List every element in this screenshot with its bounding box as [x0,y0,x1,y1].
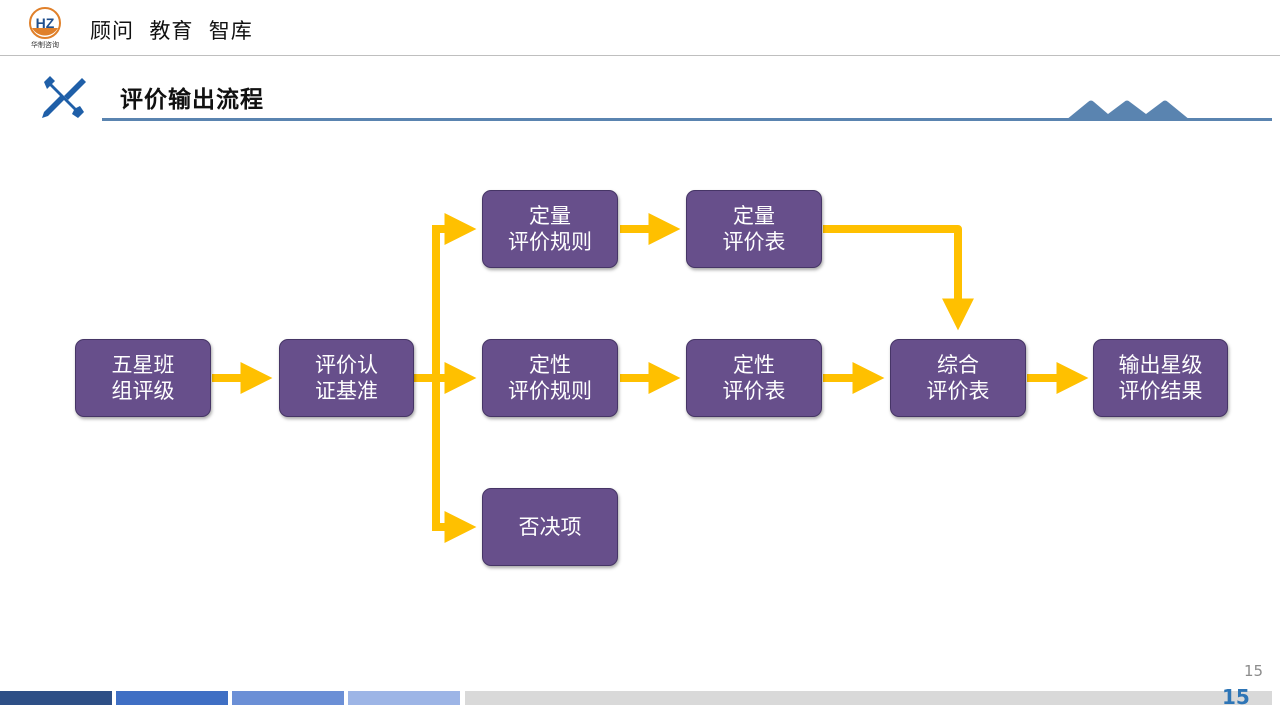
node-comprehensive-table: 综合 评价表 [890,339,1026,417]
node-quantitative-table: 定量 评价表 [686,190,822,268]
footer-bar-3 [232,691,344,705]
section-title: 评价输出流程 [120,87,264,113]
logo-caption: 华制咨询 [31,41,59,49]
logo-letters: HZ [36,15,55,31]
node-qualitative-table: 定性 评价表 [686,339,822,417]
node-quantitative-rules: 定量 评价规则 [482,190,618,268]
node-veto-items: 否决项 [482,488,618,566]
mountain-decoration-icon [1066,100,1190,120]
title-underline [102,118,1272,121]
node-output-star-result: 输出星级 评价结果 [1093,339,1228,417]
footer-bar-4 [348,691,460,705]
arrow-n4-n7 [823,225,974,331]
footer-bar-2 [116,691,228,705]
tagline: 顾问 教育 智库 [90,19,253,43]
page-number-small: 15 [1244,662,1264,680]
hz-logo-icon: HZ [29,7,61,39]
node-five-star-team-rating: 五星班 组评级 [75,339,211,417]
header-divider [0,55,1280,56]
footer-bar-5 [465,691,1272,705]
tools-icon [42,76,86,118]
page-number-large: 15 [1222,685,1250,709]
node-evaluation-certification-standard: 评价认 证基准 [279,339,414,417]
footer-bar-1 [0,691,112,705]
node-qualitative-rules: 定性 评价规则 [482,339,618,417]
